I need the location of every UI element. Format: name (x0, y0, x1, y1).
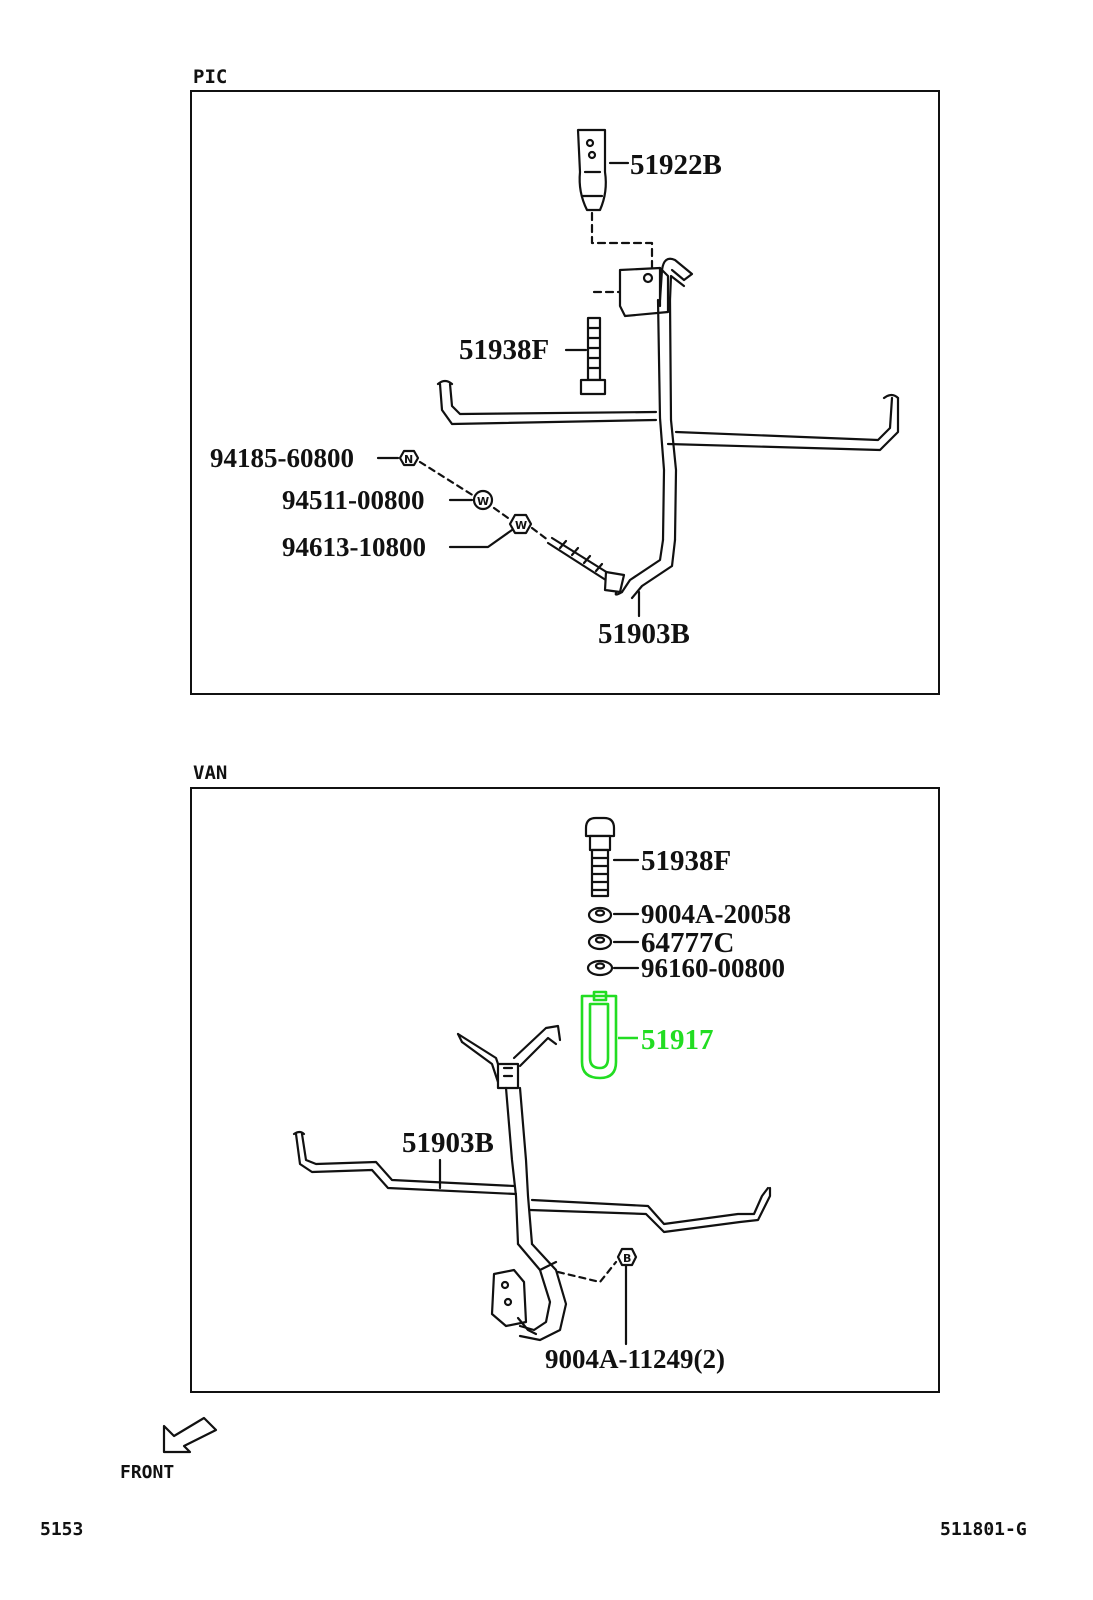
lower-bracket-plate (490, 1268, 528, 1328)
diagram-code: 511801-G (940, 1519, 1027, 1540)
callout-51903b-pic[interactable]: 51903B (598, 618, 690, 650)
callout-51938f-van[interactable]: 51938F (641, 845, 731, 877)
washer-glyph-1: W (477, 495, 489, 508)
flat-washer-part (587, 906, 613, 924)
van-panel (190, 787, 940, 1393)
callout-64777c[interactable]: 64777C (641, 927, 734, 959)
callout-96160-00800[interactable]: 96160-00800 (641, 953, 785, 983)
nut-glyph: N (404, 453, 413, 466)
callout-51903b-van[interactable]: 51903B (402, 1127, 494, 1159)
bolt-glyph: B (623, 1252, 631, 1265)
bolt-symbol (616, 1247, 638, 1267)
callout-51938f-pic[interactable]: 51938F (459, 334, 549, 366)
front-arrow-icon (162, 1416, 218, 1454)
rod-clip-block (618, 266, 670, 318)
section-label-pic: PIC (193, 66, 228, 88)
nut-part (586, 959, 614, 977)
spacer-part (587, 933, 613, 951)
callout-94185-60800[interactable]: 94185-60800 (210, 443, 354, 473)
u-bolt-highlighted[interactable] (580, 990, 638, 1080)
callout-94613-10800[interactable]: 94613-10800 (282, 532, 426, 562)
callout-94511-00800[interactable]: 94511-00800 (282, 485, 425, 515)
washer-symbol-1 (472, 489, 494, 511)
long-bolt-part (579, 316, 607, 396)
page-code: 5153 (40, 1519, 84, 1540)
front-label: FRONT (120, 1462, 175, 1483)
callout-9004a-20058[interactable]: 9004A-20058 (641, 899, 791, 929)
washer-glyph-2: W (515, 519, 527, 532)
pic-panel (190, 90, 940, 695)
section-label-van: VAN (193, 762, 228, 784)
bracket-plate-part (576, 128, 607, 212)
callout-51917[interactable]: 51917 (641, 1024, 714, 1056)
washer-symbol-2 (508, 513, 533, 535)
carriage-bolt-part (584, 816, 616, 898)
callout-51922b[interactable]: 51922B (630, 149, 722, 181)
callout-9004a-11249[interactable]: 9004A-11249(2) (545, 1344, 725, 1374)
nut-symbol (398, 449, 420, 467)
